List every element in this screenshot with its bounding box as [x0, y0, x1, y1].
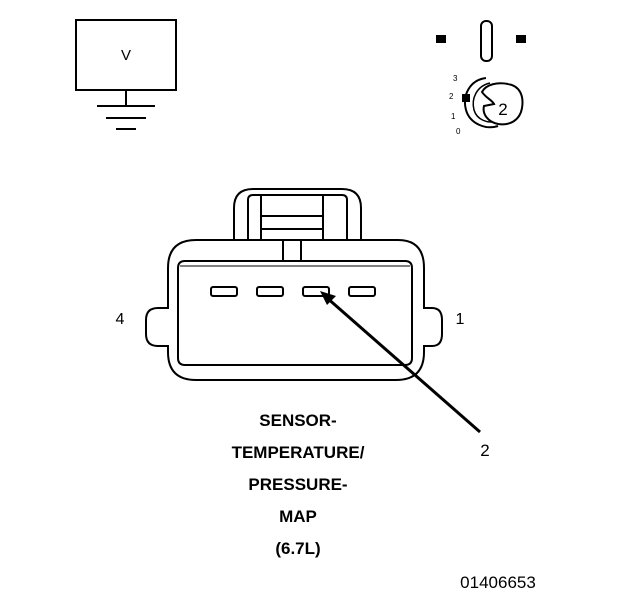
pin-cavity-1 [348, 286, 376, 297]
pin-cavity-3 [256, 286, 284, 297]
switch-knob [480, 82, 524, 126]
switch-key-slot [480, 20, 493, 62]
switch-dial-ring-inner [472, 82, 498, 123]
connector-body-outer [145, 239, 443, 381]
switch-knob-label: 2 [498, 100, 507, 119]
voltmeter-label: V [121, 47, 131, 64]
title-line-5: (6.7L) [275, 539, 320, 558]
pin-label-left: 4 [116, 311, 125, 328]
latch-housing-outer [233, 188, 362, 240]
switch-position-3: 3 [453, 74, 458, 83]
switch-position-1: 1 [451, 112, 456, 121]
switch-dot-right [516, 35, 526, 43]
title-line-2: TEMPERATURE/ [232, 443, 365, 462]
latch-tab [260, 194, 324, 241]
title-line-3: PRESSURE- [248, 475, 347, 494]
pin-cavity-2 [302, 286, 330, 297]
voltmeter-symbol: V [75, 19, 177, 130]
pin-label-right: 1 [456, 311, 465, 328]
arrow-head [320, 291, 336, 305]
sensor-title: SENSOR- TEMPERATURE/ PRESSURE- MAP (6.7L… [232, 411, 365, 558]
connector-face [145, 188, 443, 381]
latch-housing-inner [247, 194, 348, 240]
pin-cavity-4 [210, 286, 238, 297]
switch-position-0: 0 [456, 127, 461, 136]
ignition-switch-icon: 3 2 1 0 2 [436, 20, 526, 136]
callout-label: 2 [480, 441, 489, 460]
figure-id: 01406653 [460, 573, 536, 592]
title-line-4: MAP [279, 507, 317, 526]
switch-dot-left [436, 35, 446, 43]
switch-position-2: 2 [449, 92, 454, 101]
switch-pointer-mark [462, 94, 470, 102]
title-line-1: SENSOR- [259, 411, 336, 430]
connector-body-inner [177, 260, 413, 366]
callout-arrow [320, 291, 481, 434]
switch-dial-ring [464, 77, 499, 129]
